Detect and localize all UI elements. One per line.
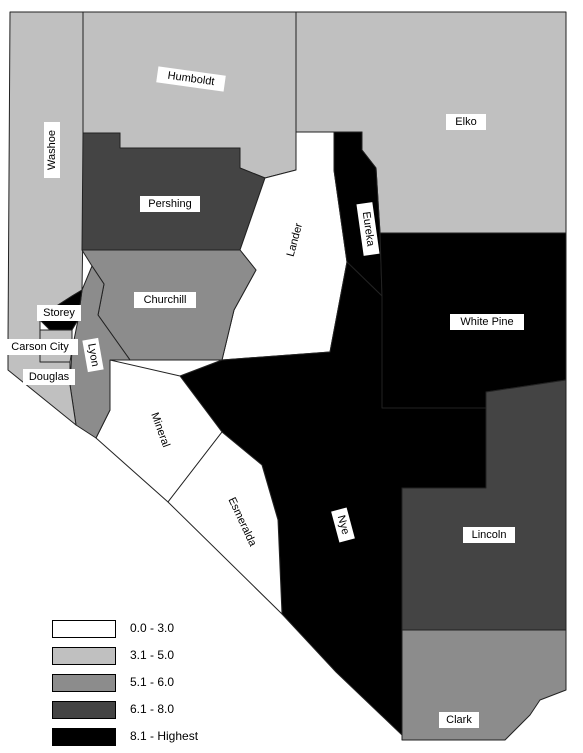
label-lincoln: Lincoln: [472, 529, 507, 541]
legend-label: 8.1 - Highest: [130, 729, 199, 743]
label-nye: Nye: [335, 514, 352, 536]
legend-item: 3.1 - 5.0: [52, 647, 252, 667]
legend-item: 6.1 - 8.0: [52, 701, 252, 721]
legend-item: 8.1 - Highest: [52, 728, 252, 748]
legend-label: 3.1 - 5.0: [130, 648, 175, 662]
label-pershing: Pershing: [148, 198, 191, 210]
legend-swatch: [52, 674, 116, 692]
legend-label: 0.0 - 3.0: [130, 621, 175, 635]
legend-swatch: [52, 647, 116, 665]
label-lyon: Lyon: [85, 342, 101, 367]
label-storey: Storey: [43, 307, 75, 319]
label-washoe: Washoe: [46, 130, 58, 170]
legend-swatch: [52, 728, 116, 746]
label-churchill: Churchill: [144, 294, 187, 306]
county-nye[interactable]: [179, 261, 487, 736]
label-elko: Elko: [455, 116, 476, 128]
legend-swatch: [52, 620, 116, 638]
label-eureka: Eureka: [360, 211, 377, 248]
legend-item: 5.1 - 6.0: [52, 674, 252, 694]
legend-swatch: [52, 701, 116, 719]
county-pershing[interactable]: [81, 132, 266, 251]
label-carson-city: Carson City: [11, 341, 69, 353]
county-clark[interactable]: [401, 629, 567, 741]
legend-item: 0.0 - 3.0: [52, 620, 252, 640]
county-labels: Humboldt Elko Washoe Pershing Lander Eur…: [2, 66, 524, 728]
county-esmeralda[interactable]: [167, 431, 283, 615]
label-clark: Clark: [446, 714, 472, 726]
label-white-pine: White Pine: [460, 316, 513, 328]
label-douglas: Douglas: [29, 371, 70, 383]
legend-label: 5.1 - 6.0: [130, 675, 175, 689]
legend-label: 6.1 - 8.0: [130, 702, 175, 716]
